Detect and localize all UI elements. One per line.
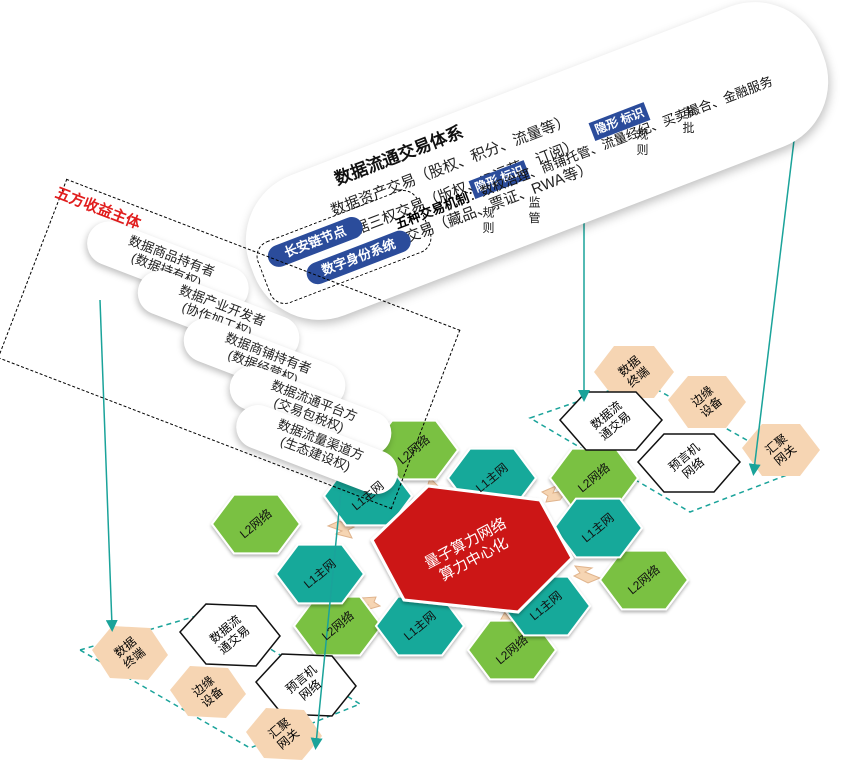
right-cluster xyxy=(558,346,820,493)
l2-hex-4 xyxy=(598,549,690,611)
rule-label-right: 规 则 xyxy=(635,128,649,156)
node-gateway-right xyxy=(742,424,820,476)
node-trade-right xyxy=(558,391,664,451)
node-terminal-right xyxy=(594,346,674,398)
l1-hex-6 xyxy=(274,543,366,605)
node-trade-bottom xyxy=(179,603,281,667)
l2-hex-6 xyxy=(292,595,384,657)
center-hexagon xyxy=(370,484,574,614)
node-oracle-bottom xyxy=(255,653,357,717)
rule-label-left: 规 则 xyxy=(481,206,495,234)
supervise-label: 监 管 xyxy=(527,196,541,224)
node-edge-bottom xyxy=(170,666,246,718)
approve-label: 审 批 xyxy=(681,106,695,134)
node-oracle-right xyxy=(636,433,742,493)
bottom-cluster xyxy=(92,603,357,760)
l2-hex-2 xyxy=(210,493,302,555)
node-gateway-bottom xyxy=(246,708,322,760)
node-terminal-bottom xyxy=(92,626,168,680)
node-edge-right xyxy=(668,376,746,428)
